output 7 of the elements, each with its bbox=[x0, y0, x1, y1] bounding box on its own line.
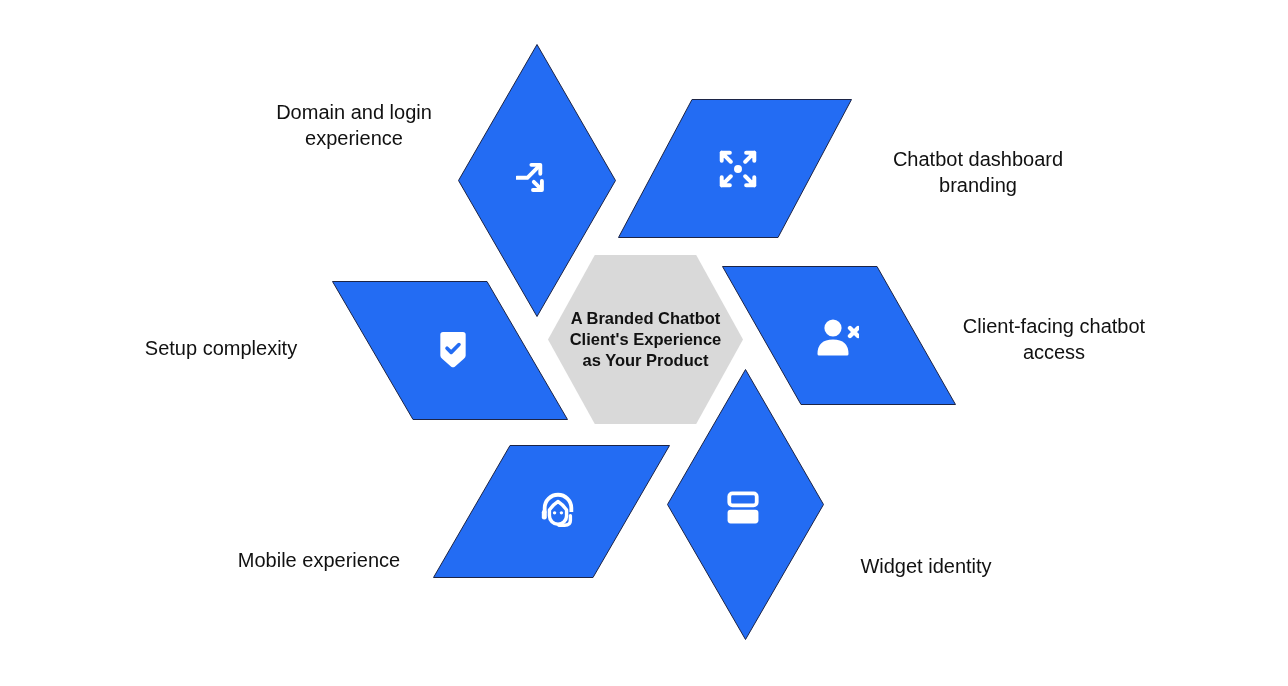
feature-label: Setup complexity bbox=[143, 336, 299, 361]
feature-label: Widget identity bbox=[859, 554, 993, 579]
feature-label: Domain and login experience bbox=[275, 100, 433, 151]
feature-label: Chatbot dashboard branding bbox=[891, 147, 1065, 198]
feature-label: Mobile experience bbox=[236, 548, 402, 573]
feature-label: Client-facing chatbot access bbox=[961, 314, 1147, 365]
center-title: A Branded Chatbot Client's Experience as Your Product bbox=[568, 307, 723, 371]
